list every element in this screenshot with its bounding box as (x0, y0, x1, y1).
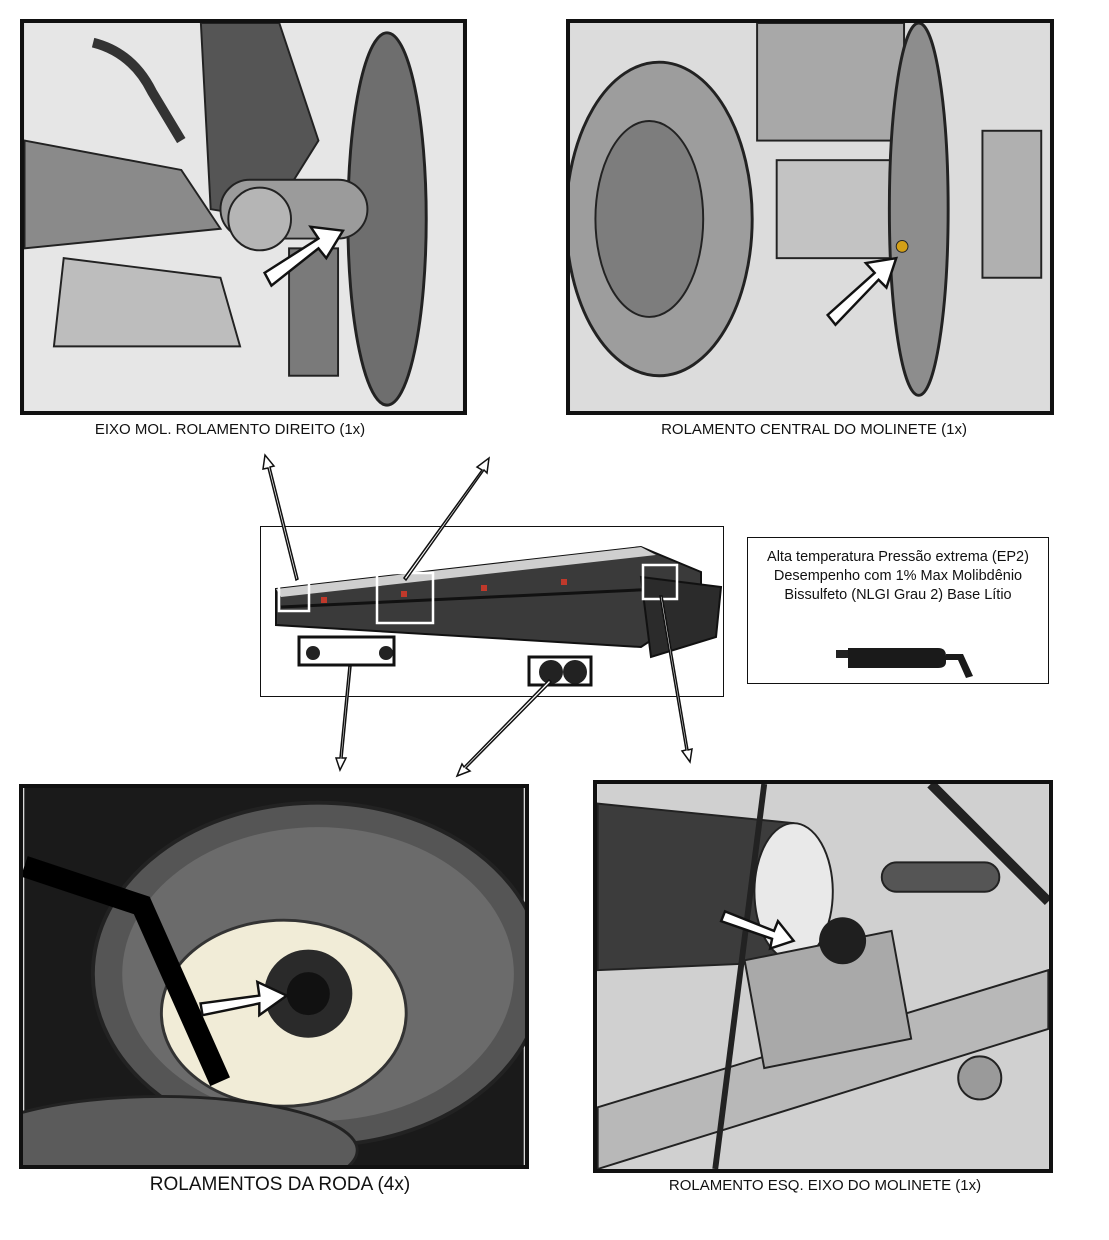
caption-right-reel-shaft: EIXO MOL. ROLAMENTO DIREITO (1x) (94, 421, 366, 438)
reel-center-bearing-illustration (570, 23, 1050, 411)
left-reel-shaft-illustration (597, 784, 1049, 1169)
photo-left-reel-shaft-bearing (593, 780, 1053, 1173)
right-reel-shaft-illustration (24, 23, 463, 411)
grease-spec-box: Alta temperatura Pressão extrema (EP2) D… (747, 537, 1049, 684)
header-overview-illustration (275, 545, 723, 687)
grease-spec-text: Alta temperatura Pressão extrema (EP2) D… (767, 549, 1029, 603)
photo-wheel-bearings (19, 784, 529, 1169)
header-overview-photo (260, 526, 724, 697)
caption-reel-center-bearing: ROLAMENTO CENTRAL DO MOLINETE (1x) (661, 421, 967, 438)
marker-wheel-right (527, 655, 593, 687)
photo-reel-center-bearing (566, 19, 1054, 415)
wheel-bearings-illustration (23, 788, 525, 1165)
caption-wheel-bearings: ROLAMENTOS DA RODA (4x) (149, 1174, 411, 1195)
marker-wheel-left (297, 635, 396, 667)
photo-right-reel-shaft-bearing (20, 19, 467, 415)
reel-red-accents (321, 579, 567, 603)
caption-left-reel-shaft: ROLAMENTO ESQ. EIXO DO MOLINETE (1x) (668, 1177, 982, 1194)
grease-gun-icon (836, 648, 973, 678)
